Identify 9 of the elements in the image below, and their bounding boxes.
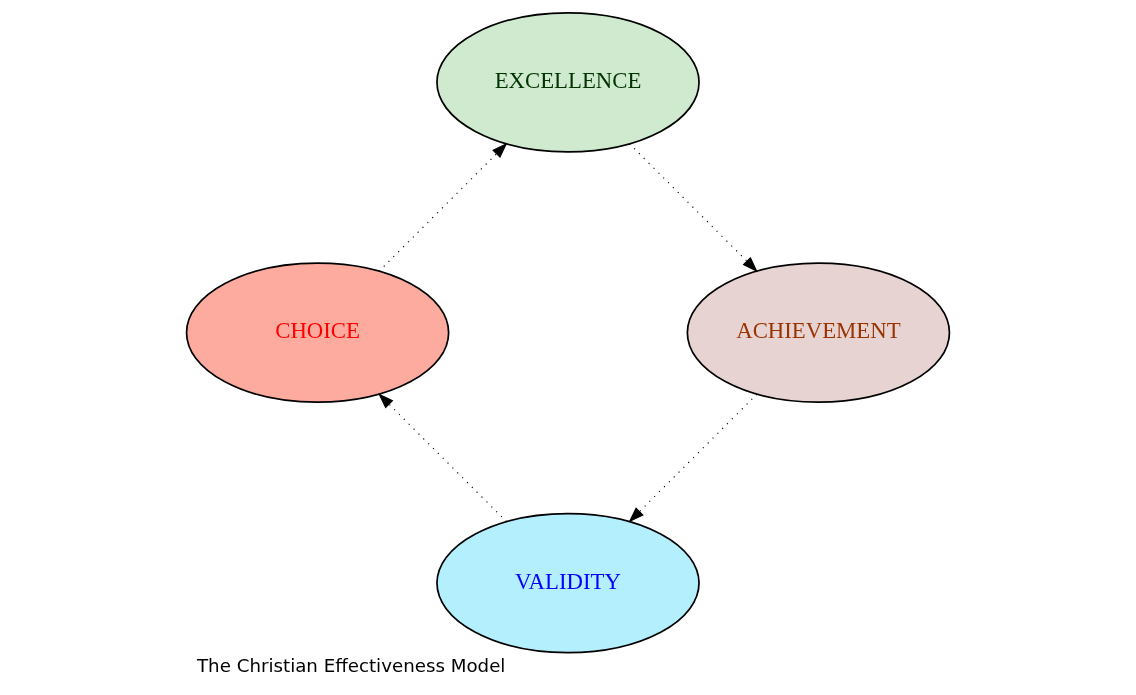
arrow (629, 143, 758, 273)
node-ellipse: CHOICE (185, 262, 450, 404)
arrow (378, 393, 507, 523)
node-ellipse: EXCELLENCE (436, 11, 700, 153)
arrow (628, 393, 758, 523)
node-ellipse: ACHIEVEMENT (686, 262, 951, 404)
node-ellipse: VALIDITY (436, 512, 700, 654)
arrow (378, 142, 508, 272)
caption: The Christian Effectiveness Model (197, 654, 506, 676)
